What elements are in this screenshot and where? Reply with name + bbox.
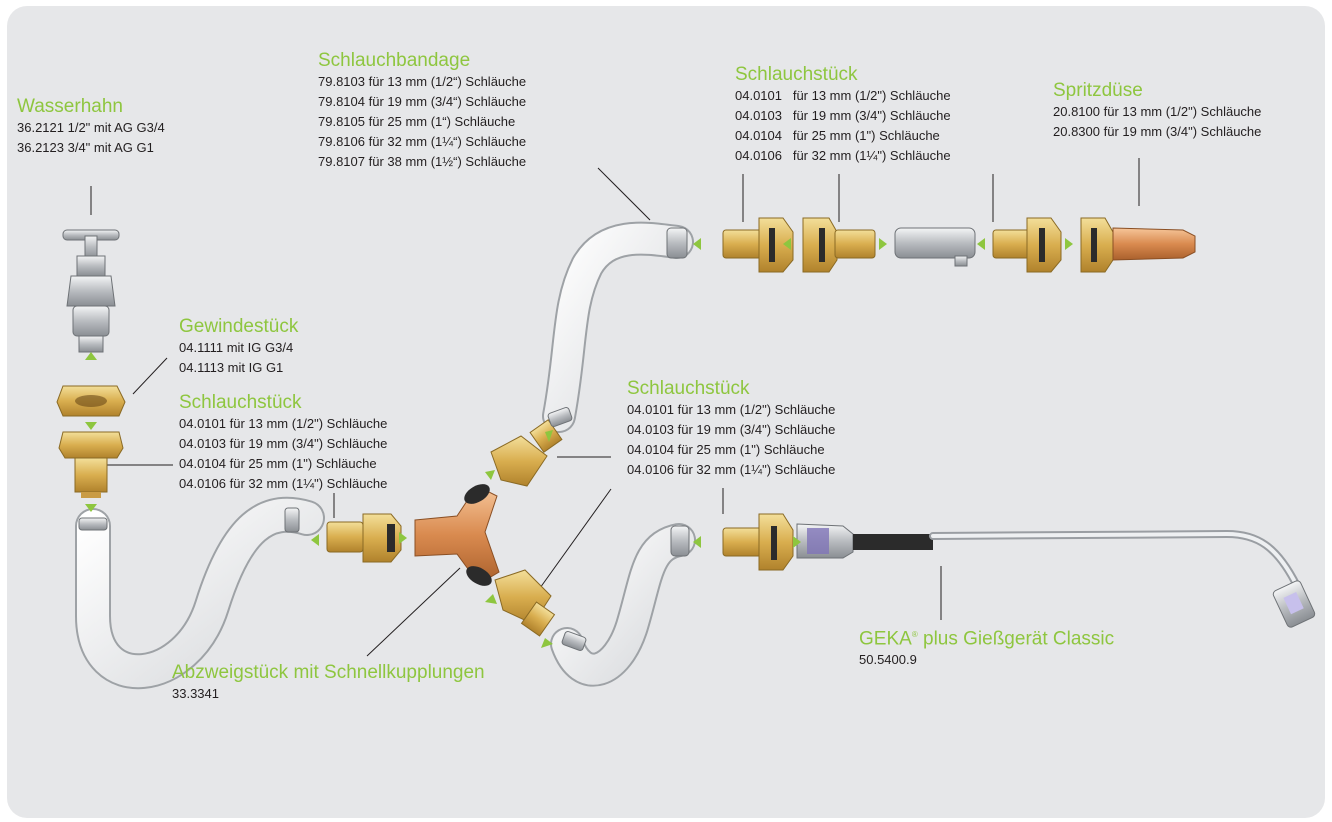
hose-connector-icon	[722, 217, 794, 273]
hose-bandage-icon	[670, 525, 690, 557]
item-wasserhahn-2: 36.2123 3/4" mit AG G1	[17, 140, 154, 155]
title-spritzduese: Spritzdüse	[1053, 80, 1143, 101]
item-spritzduese-2: 20.8300 für 19 mm (3/4") Schläuche	[1053, 124, 1262, 139]
hose-connector-icon	[494, 569, 556, 637]
item-schlauchstueck-top-2: 04.0103 für 19 mm (3/4") Schläuche	[735, 108, 951, 123]
flow-arrow-icon	[693, 536, 701, 548]
hose-connector-icon	[490, 419, 563, 487]
flow-arrow-icon	[879, 238, 887, 250]
label-wasserhahn: Wasserhahn 36.2121 1/2" mit AG G3/4 36.2…	[17, 96, 165, 158]
label-giessgeraet: GEKA® plus Gießgerät Classic 50.5400.9	[859, 624, 1114, 670]
flow-arrow-icon	[85, 352, 97, 360]
flow-arrow-icon	[1065, 238, 1073, 250]
flow-arrows	[85, 238, 1073, 648]
label-abzweigstueck: Abzweigstück mit Schnellkupplungen 33.33…	[172, 662, 485, 704]
title-schlauchstueck-top: Schlauchstück	[735, 64, 858, 85]
item-schlauchbandage-4: 79.8106 für 32 mm (1¼“) Schläuche	[318, 134, 527, 149]
title-giessgeraet-rest: plus Gießgerät Classic	[917, 628, 1115, 650]
item-schlauchstueck-left-3: 04.0104 für 25 mm (1") Schläuche	[179, 456, 377, 471]
flow-arrow-icon	[399, 532, 407, 544]
item-schlauchstueck-middle-2: 04.0103 für 19 mm (3/4") Schläuche	[627, 422, 836, 437]
y-branch-icon	[414, 484, 500, 586]
item-wasserhahn-1: 36.2121 1/2" mit AG G3/4	[17, 120, 165, 135]
assembly-illustration	[56, 158, 1316, 690]
item-schlauchstueck-top-3: 04.0104 für 25 mm (1") Schläuche	[735, 128, 940, 143]
flow-arrow-icon	[85, 422, 97, 430]
label-schlauchstueck-middle: Schlauchstück 04.0101 für 13 mm (1/2") S…	[627, 378, 835, 480]
faucet-icon	[62, 229, 120, 353]
label-schlauchstueck-top: Schlauchstück 04.0101 für 13 mm (1/2") S…	[735, 64, 951, 166]
flow-arrow-icon	[485, 594, 497, 604]
diagram-panel: Wasserhahn 36.2121 1/2" mit AG G3/4 36.2…	[7, 6, 1325, 818]
hose-icon	[542, 221, 694, 433]
title-gewindestueck: Gewindestück	[179, 316, 299, 337]
item-schlauchstueck-middle-4: 04.0106 für 32 mm (1¼") Schläuche	[627, 462, 836, 477]
hose-connector-icon	[992, 217, 1062, 273]
flow-arrow-icon	[85, 504, 97, 512]
item-schlauchbandage-1: 79.8103 für 13 mm (1/2“) Schläuche	[318, 74, 527, 89]
item-abzweigstueck-1: 33.3341	[172, 686, 219, 701]
item-schlauchstueck-middle-1: 04.0101 für 13 mm (1/2") Schläuche	[627, 402, 836, 417]
item-gewindestueck-2: 04.1113 mit IG G1	[179, 360, 284, 375]
flow-arrow-icon	[977, 238, 985, 250]
flow-arrow-icon	[545, 430, 553, 442]
thread-coupling-icon	[56, 385, 126, 417]
hose-connector-icon	[326, 513, 402, 563]
title-schlauchstueck-left: Schlauchstück	[179, 392, 302, 413]
flow-arrow-icon	[541, 638, 553, 648]
registered-mark: ®	[911, 630, 918, 639]
item-schlauchbandage-2: 79.8104 für 19 mm (3/4“) Schläuche	[318, 94, 527, 109]
title-schlauchbandage: Schlauchbandage	[318, 50, 471, 71]
hose-bandage-icon	[666, 227, 688, 259]
hose-icon	[75, 496, 325, 690]
label-schlauchbandage: Schlauchbandage 79.8103 für 13 mm (1/2“)…	[318, 50, 526, 172]
flow-arrow-icon	[783, 238, 791, 250]
flow-arrow-icon	[311, 534, 319, 546]
title-schlauchstueck-middle: Schlauchstück	[627, 378, 750, 399]
label-gewindestueck: Gewindestück 04.1111 mit IG G3/4 04.1113…	[179, 316, 298, 378]
item-schlauchbandage-5: 79.8107 für 38 mm (1½“) Schläuche	[318, 154, 527, 169]
leader-lines	[90, 158, 1140, 657]
label-schlauchstueck-left: Schlauchstück 04.0101 für 13 mm (1/2") S…	[179, 392, 387, 494]
spray-nozzle-icon	[1080, 217, 1196, 273]
hose-bandage-icon	[547, 407, 587, 651]
label-spritzduese: Spritzdüse 20.8100 für 13 mm (1/2") Schl…	[1053, 80, 1261, 142]
hose-connector-icon	[58, 431, 124, 498]
title-abzweigstueck: Abzweigstück mit Schnellkupplungen	[172, 662, 485, 683]
hose-connector-icon	[802, 217, 876, 273]
hose-connector-icon	[722, 513, 794, 571]
item-schlauchstueck-top-4: 04.0106 für 32 mm (1¼") Schläuche	[735, 148, 951, 163]
title-giessgeraet: GEKA® plus Gießgerät Classic	[859, 624, 1114, 650]
item-schlauchstueck-top-1: 04.0101 für 13 mm (1/2") Schläuche	[735, 88, 951, 103]
item-schlauchstueck-left-4: 04.0106 für 32 mm (1¼") Schläuche	[179, 476, 388, 491]
hose-icon	[550, 523, 696, 687]
hose-bandage-icon	[894, 227, 976, 267]
item-schlauchstueck-middle-3: 04.0104 für 25 mm (1") Schläuche	[627, 442, 825, 457]
title-giessgeraet-brand: GEKA	[859, 628, 912, 650]
flow-arrow-icon	[485, 470, 495, 480]
flow-arrow-icon	[693, 238, 701, 250]
item-schlauchstueck-left-1: 04.0101 für 13 mm (1/2") Schläuche	[179, 416, 388, 431]
item-gewindestueck-1: 04.1111 mit IG G3/4	[179, 340, 294, 355]
watering-lance-icon	[796, 523, 1316, 628]
item-spritzduese-1: 20.8100 für 13 mm (1/2") Schläuche	[1053, 104, 1262, 119]
title-wasserhahn: Wasserhahn	[17, 96, 123, 117]
item-giessgeraet-1: 50.5400.9	[859, 652, 917, 668]
hose-bandage-icon	[78, 507, 300, 533]
item-schlauchbandage-3: 79.8105 für 25 mm (1“) Schläuche	[318, 114, 516, 129]
item-schlauchstueck-left-2: 04.0103 für 19 mm (3/4") Schläuche	[179, 436, 388, 451]
flow-arrow-icon	[793, 536, 801, 548]
